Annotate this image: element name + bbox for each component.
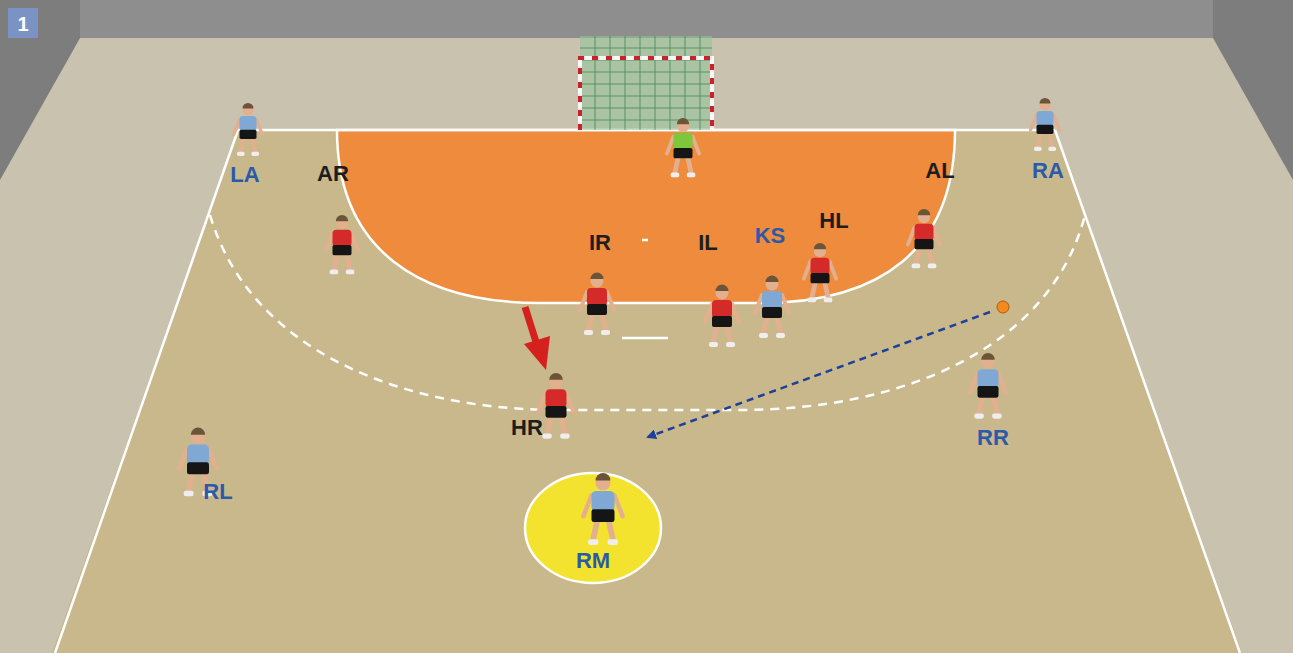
court-lines — [55, 130, 1240, 653]
position-label: LA — [230, 164, 259, 186]
figure-number-fill — [8, 8, 38, 38]
players — [179, 98, 1059, 545]
position-label: HL — [819, 210, 848, 232]
figure-number-text: 1 — [17, 14, 28, 34]
position-label: AL — [925, 160, 954, 182]
position-label: KS — [755, 225, 786, 247]
pass-arrow — [648, 312, 990, 437]
goal-area — [337, 130, 955, 303]
rm-circle: RM — [525, 473, 661, 583]
back-wall — [0, 0, 1293, 38]
position-label: IR — [589, 232, 611, 254]
move-arrow — [524, 307, 550, 370]
position-label: RL — [203, 481, 232, 503]
rm-zone — [525, 473, 661, 583]
position-label: AR — [317, 163, 349, 185]
court-floor — [52, 130, 1242, 653]
position-label: HR — [511, 417, 543, 439]
rm-circle-text: RM — [576, 550, 610, 572]
figure-number: 1 — [8, 8, 38, 38]
position-label: RA — [1032, 160, 1064, 182]
goal — [580, 36, 712, 130]
position-label: RR — [977, 427, 1009, 449]
ball — [997, 301, 1009, 313]
right-wall — [1213, 0, 1293, 180]
position-label: IL — [698, 232, 718, 254]
left-wall — [0, 0, 80, 180]
